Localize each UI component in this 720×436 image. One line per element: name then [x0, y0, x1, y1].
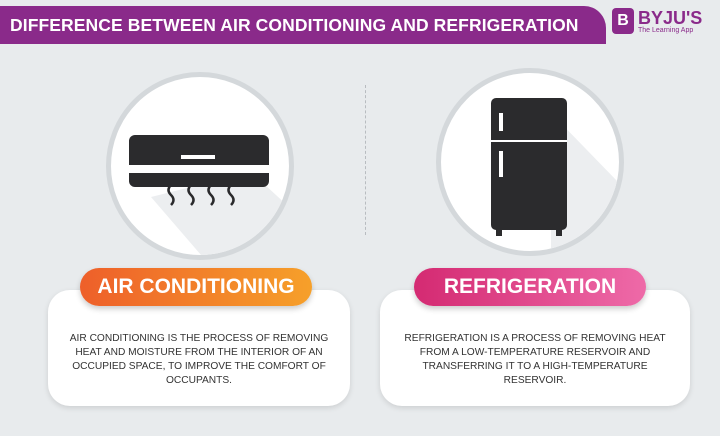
ac-description: AIR CONDITIONING IS THE PROCESS OF REMOV…: [69, 333, 329, 386]
ref-title-pill: REFRIGERATION: [414, 268, 646, 306]
logo-mark: B: [612, 8, 634, 34]
page-title: DIFFERENCE BETWEEN AIR CONDITIONING AND …: [10, 14, 579, 35]
title-banner: DIFFERENCE BETWEEN AIR CONDITIONING AND …: [0, 6, 606, 44]
ref-description: REFRIGERATION IS A PROCESS OF REMOVING H…: [404, 333, 666, 386]
ac-circle: [106, 72, 294, 260]
ac-title-pill: AIR CONDITIONING: [80, 268, 312, 306]
ref-description-card: REFRIGERATION IS A PROCESS OF REMOVING H…: [380, 290, 690, 406]
air-conditioner-icon: [129, 135, 289, 255]
ac-description-card: AIR CONDITIONING IS THE PROCESS OF REMOV…: [48, 290, 350, 406]
refrigerator-icon: [491, 98, 619, 251]
ref-circle: [436, 68, 624, 256]
divider: [365, 85, 366, 235]
logo-tagline: The Learning App: [638, 26, 694, 34]
logo-name: BYJU'S: [638, 7, 703, 28]
